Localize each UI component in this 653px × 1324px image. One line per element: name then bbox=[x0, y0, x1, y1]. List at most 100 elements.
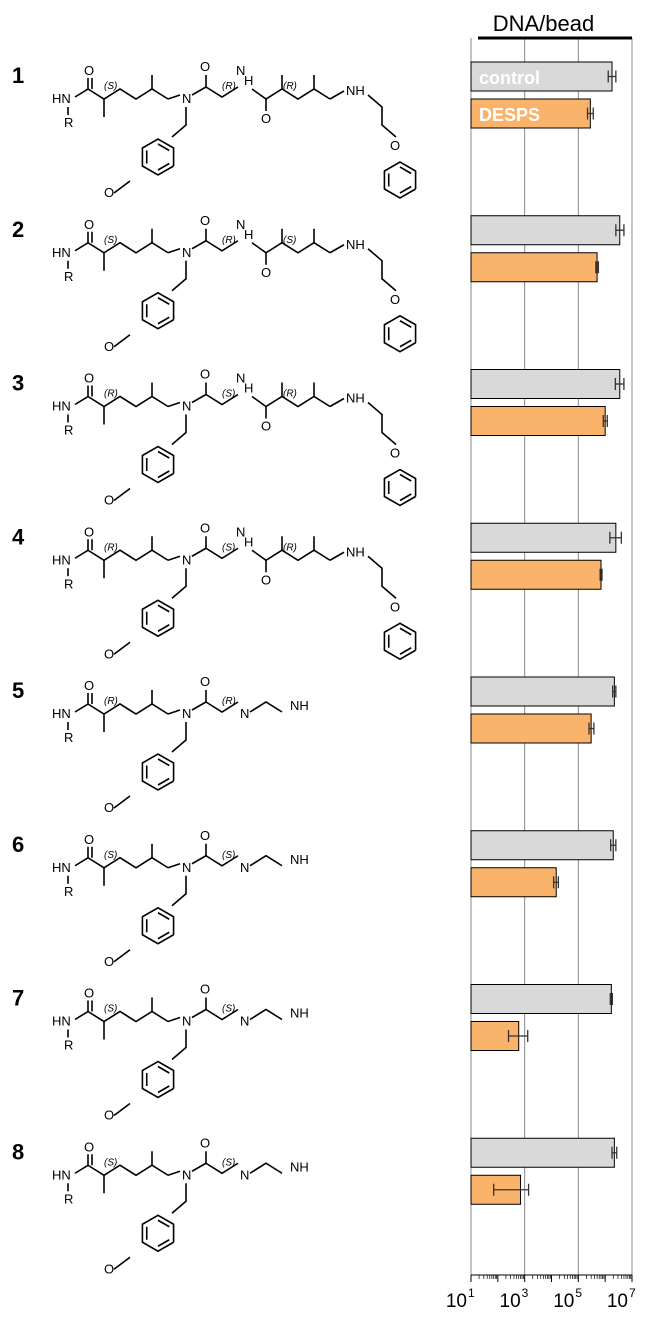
bond bbox=[205, 701, 239, 713]
bond bbox=[399, 339, 412, 348]
atom-label: O bbox=[104, 1108, 114, 1123]
atom-label: O bbox=[84, 678, 94, 693]
stereo-label: (R) bbox=[283, 389, 297, 400]
stereo-label: (R) bbox=[283, 81, 297, 92]
structures-layer: 1HNRO(S)NO(R)HNO(R)NHOO2HNRO(S)NO(R)HNO(… bbox=[12, 59, 417, 1276]
x-tick-base: 10 bbox=[553, 1291, 574, 1312]
bond bbox=[141, 1214, 175, 1253]
atom-label: O bbox=[104, 954, 114, 969]
bond bbox=[167, 709, 181, 715]
bond bbox=[251, 549, 331, 562]
atom-label: R bbox=[64, 115, 73, 130]
atom-label: R bbox=[64, 730, 73, 745]
bond bbox=[191, 75, 207, 96]
bar-control bbox=[470, 676, 615, 707]
stereo-label: (R) bbox=[222, 235, 236, 246]
bond bbox=[171, 568, 187, 599]
atom-label: O bbox=[390, 292, 400, 307]
bond bbox=[329, 397, 345, 408]
atom-label: NH bbox=[346, 83, 365, 98]
bond bbox=[74, 1000, 89, 1021]
bond bbox=[249, 1162, 283, 1174]
atom-label: O bbox=[104, 339, 114, 354]
bond bbox=[113, 180, 131, 194]
x-tick-exponent: 7 bbox=[629, 1286, 636, 1300]
stereo-label: (S) bbox=[222, 1157, 235, 1168]
chart-title: DNA/bead bbox=[493, 11, 595, 36]
atom-label: NH bbox=[290, 698, 309, 713]
bond bbox=[87, 88, 169, 100]
bond bbox=[157, 777, 170, 786]
atom-label: H bbox=[244, 534, 253, 549]
bar-control bbox=[470, 61, 613, 92]
bond bbox=[191, 228, 207, 250]
bond bbox=[141, 753, 175, 791]
stereo-label: (S) bbox=[222, 1004, 235, 1015]
compound-number: 1 bbox=[12, 63, 24, 88]
atom-label: O bbox=[200, 520, 210, 535]
atom-label: N bbox=[182, 860, 191, 875]
stereo-label: (R) bbox=[104, 542, 118, 553]
bond bbox=[383, 468, 417, 507]
stereo-label: (R) bbox=[104, 696, 118, 707]
atom-label: NH bbox=[290, 1159, 309, 1174]
stereo-label: (S) bbox=[222, 389, 235, 400]
bar-desps bbox=[470, 559, 602, 590]
atom-label: HN bbox=[52, 245, 71, 260]
atom-label: HN bbox=[52, 399, 71, 414]
atom-label: HN bbox=[52, 1167, 71, 1182]
stereo-label: (S) bbox=[104, 235, 117, 246]
bond bbox=[367, 248, 397, 292]
bond bbox=[367, 94, 397, 138]
stereo-label: (S) bbox=[283, 235, 296, 246]
bond bbox=[113, 1102, 131, 1117]
atom-label: N bbox=[240, 860, 249, 875]
bond bbox=[205, 547, 239, 560]
atom-label: O bbox=[104, 493, 114, 508]
bond bbox=[251, 88, 331, 100]
stereo-label: (R) bbox=[104, 389, 118, 400]
bond bbox=[205, 86, 239, 98]
bond bbox=[113, 1256, 131, 1270]
atom-label: O bbox=[390, 446, 400, 461]
atom-label: O bbox=[84, 217, 94, 232]
stereo-label: (S) bbox=[104, 1157, 117, 1168]
bar-control bbox=[470, 830, 614, 861]
bond bbox=[329, 90, 345, 100]
atom-label: N bbox=[236, 524, 245, 539]
bond bbox=[74, 539, 89, 559]
atom-label: O bbox=[200, 674, 210, 689]
bond bbox=[171, 1183, 187, 1214]
bond bbox=[171, 414, 187, 446]
atom-label: O bbox=[84, 1139, 94, 1154]
bond bbox=[157, 1219, 170, 1228]
x-tick-base: 10 bbox=[607, 1291, 628, 1312]
bar-desps bbox=[470, 406, 606, 436]
bond bbox=[157, 604, 170, 613]
bond bbox=[249, 854, 283, 867]
stereo-label: (S) bbox=[222, 850, 235, 861]
bond bbox=[74, 1154, 89, 1174]
bond bbox=[171, 260, 187, 292]
bond bbox=[157, 143, 170, 152]
bond bbox=[74, 693, 89, 713]
atom-label: O bbox=[200, 828, 210, 843]
bond bbox=[74, 846, 89, 867]
atom-label: R bbox=[64, 1038, 73, 1053]
compound-number: 4 bbox=[12, 524, 25, 549]
stereo-label: (R) bbox=[222, 696, 236, 707]
bond bbox=[249, 701, 283, 713]
atom-label: N bbox=[182, 1014, 191, 1029]
bond bbox=[157, 297, 170, 305]
bond bbox=[87, 395, 169, 408]
bond bbox=[205, 393, 239, 406]
atom-label: O bbox=[200, 213, 210, 228]
bond bbox=[141, 1060, 175, 1099]
bond bbox=[383, 161, 417, 199]
atom-label: O bbox=[200, 1135, 210, 1150]
stereo-label: (S) bbox=[104, 81, 117, 92]
